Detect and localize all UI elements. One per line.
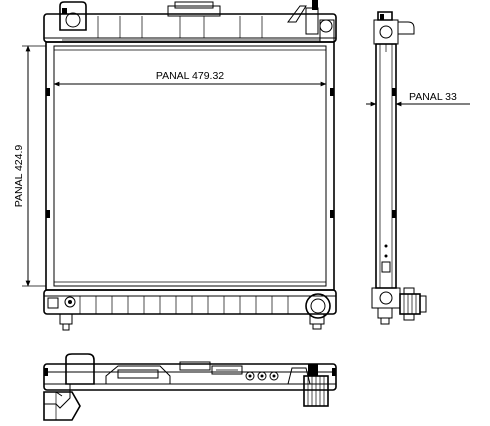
depth-label: PANAL 33 — [409, 91, 457, 103]
height-dimension: PANAL 424.9 — [13, 45, 46, 287]
radiator-core — [45, 41, 335, 291]
width-dimension: PANAL 479.32 — [53, 70, 327, 87]
depth-dimension: PANAL 33 — [366, 91, 470, 107]
side-view — [371, 11, 427, 325]
top-tank — [43, 0, 337, 43]
top-view — [43, 353, 337, 421]
width-label: PANAL 479.32 — [156, 70, 224, 82]
height-label: PANAL 424.9 — [13, 145, 25, 208]
front-view — [43, 0, 337, 331]
bottom-tank — [43, 289, 337, 331]
